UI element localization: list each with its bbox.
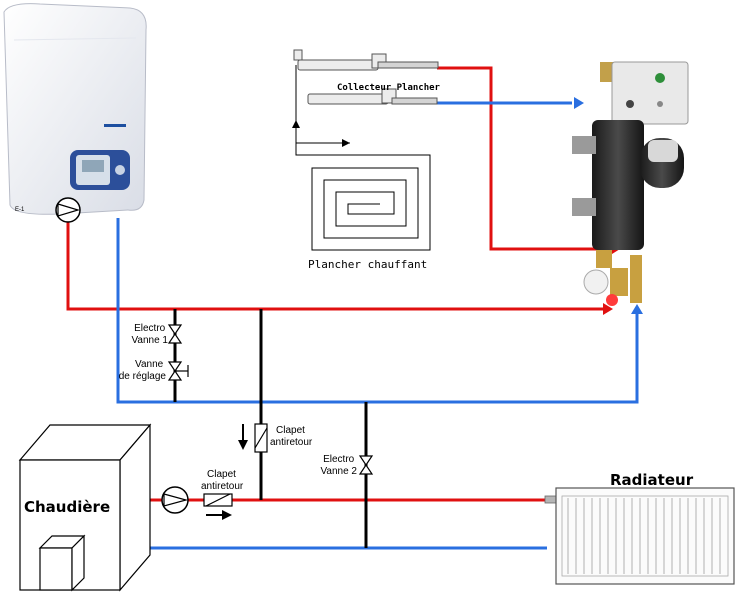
- floor-heating-loop: [295, 65, 431, 251]
- electro-vanne-2-label: Electro Vanne 2: [320, 454, 357, 477]
- electro-vanne-1: [167, 324, 183, 344]
- clapet-antiretour-horizontal: [203, 493, 233, 520]
- collecteur-plancher-label: Collecteur Plancher: [337, 83, 441, 93]
- clapet-antiretour-bottom-label: Clapet antiretour: [201, 469, 244, 492]
- flow-arrow-icon: [238, 440, 248, 450]
- wall-unit-tag: E-1: [15, 207, 25, 213]
- plancher-chauffant-label: Plancher chauffant: [308, 258, 427, 271]
- floor-manifold: [293, 49, 439, 105]
- electro-vanne-1-label: Electro Vanne 1: [131, 323, 168, 346]
- wall-unit-pump: [55, 197, 81, 223]
- pump-icon: [163, 493, 189, 507]
- radiateur-label: Radiateur: [610, 471, 694, 489]
- clapet-antiretour-vertical: [238, 423, 268, 453]
- bypass-pipes: [173, 309, 368, 548]
- boiler: [18, 423, 152, 592]
- cold-pipes: [116, 101, 639, 550]
- electro-vanne-2: [358, 455, 374, 475]
- mixing-group: [572, 61, 689, 306]
- radiator-fins: [567, 498, 721, 574]
- chaudiere-label: Chaudière: [24, 498, 110, 516]
- cold-arrow-icons: [574, 97, 643, 314]
- wall-heat-pump-unit: E-1: [3, 3, 147, 215]
- vanne-de-reglage: [167, 361, 189, 381]
- clapet-antiretour-top-label: Clapet antiretour: [270, 425, 313, 448]
- vanne-de-reglage-label: Vanne de réglage: [119, 359, 167, 382]
- boiler-pump: [161, 486, 189, 514]
